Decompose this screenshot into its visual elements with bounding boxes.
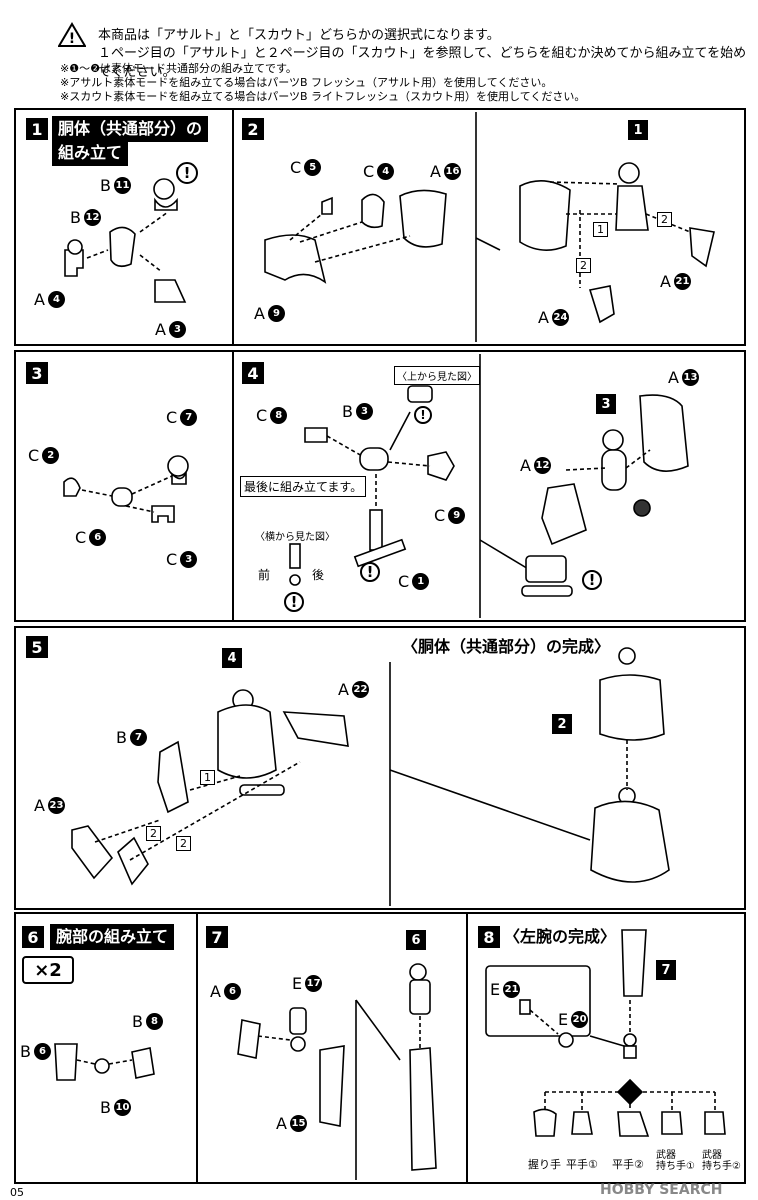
warning-icon: !	[57, 22, 87, 48]
step6-number: 6	[22, 926, 44, 948]
order-2-s5b: 2	[176, 836, 191, 851]
step5-number: 5	[26, 636, 48, 658]
watermark: HOBBY SEARCH	[600, 1182, 723, 1198]
arm-assembly-title: 腕部の組み立て	[50, 924, 175, 950]
step4-number: 4	[242, 362, 264, 384]
order-2b: 2	[576, 258, 591, 273]
left-arm-complete-title: 〈左腕の完成〉	[504, 927, 617, 946]
torso-complete-title: 〈胴体（共通部分）の完成〉	[402, 637, 611, 656]
back-label: 後	[312, 568, 325, 582]
top-view-label: 〈上から見た図〉	[394, 366, 480, 385]
caution-icon-side: !	[284, 592, 304, 612]
step1-ref: 1	[628, 120, 648, 140]
step3-number: 3	[26, 362, 48, 384]
order-2-s5a: 2	[146, 826, 161, 841]
step7-number: 7	[206, 926, 228, 948]
hand-flat1: 平手①	[566, 1158, 598, 1171]
page-number: 05	[10, 1186, 24, 1199]
svg-text:!: !	[69, 31, 75, 47]
hand-weapon1: 武器 持ち手①	[656, 1150, 695, 1172]
step6-ref: 6	[406, 930, 426, 950]
header-note1: ※❶～❷は素体モード共通部分の組み立てです。	[60, 62, 297, 75]
caution-icon-right: !	[582, 570, 602, 590]
step1-title-line1: 胴体（共通部分）の	[52, 116, 209, 142]
step4-ref: 4	[222, 648, 242, 668]
hand-weapon2: 武器 持ち手②	[702, 1150, 741, 1172]
hand-grip: 握り手	[528, 1158, 561, 1171]
step3-ref: 3	[596, 394, 616, 414]
header-note3: ※スカウト素体モードを組み立てる場合はパーツB ライトフレッシュ（スカウト用）を…	[60, 90, 586, 103]
order-2a: 2	[657, 212, 672, 227]
header-line1: 本商品は「アサルト」と「スカウト」どちらかの選択式になります。	[98, 28, 500, 43]
side-view-label: 〈横から見た図〉	[255, 532, 335, 543]
step8-number: 8	[478, 926, 500, 948]
last-assembly-note: 最後に組み立てます。	[240, 476, 367, 497]
step7-ref: 7	[656, 960, 676, 980]
hand-flat2: 平手②	[612, 1158, 644, 1171]
step1-title-line2: 組み立て	[52, 140, 129, 166]
caution-icon: !	[176, 162, 198, 184]
step2-number: 2	[242, 118, 264, 140]
caution-icon-stick: !	[360, 562, 380, 582]
quantity-x2: ×2	[22, 956, 74, 984]
step2-ref: 2	[552, 714, 572, 734]
step1-number: 1	[26, 118, 48, 140]
step2-panel	[232, 108, 746, 346]
order-1-s5: 1	[200, 770, 215, 785]
caution-icon-top: !	[414, 406, 432, 424]
header-note2: ※アサルト素体モードを組み立てる場合はパーツB フレッシュ（アサルト用）を使用し…	[60, 76, 553, 89]
header-line2: １ページ目の「アサルト」と２ページ目の「スカウト」を参照して、どちらを組むか決め…	[98, 46, 747, 80]
step8-panel	[466, 912, 746, 1184]
order-1: 1	[593, 222, 608, 237]
front-label: 前	[258, 568, 271, 582]
